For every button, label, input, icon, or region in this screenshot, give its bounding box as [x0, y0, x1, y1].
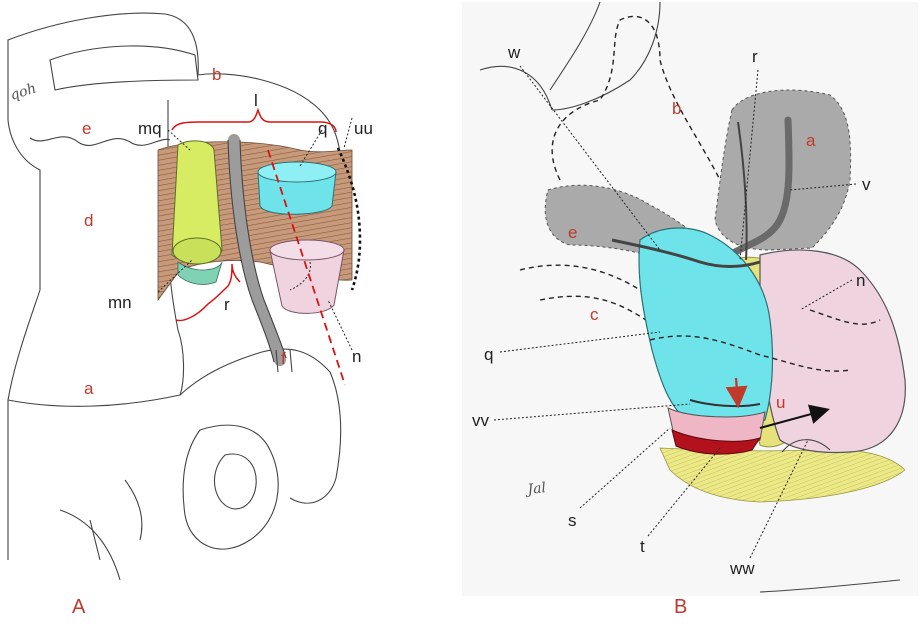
panel-b-gray-region-a [715, 90, 851, 250]
panel-b-label-e: e [568, 223, 577, 242]
panel-a-mn-ellipse [173, 238, 221, 264]
panel-a: b e d a f l mq q uu mn r n qoh A [8, 13, 373, 618]
panel-a-label-mn: mn [108, 293, 132, 312]
panel-a-label-n: n [352, 347, 361, 366]
panel-b-label-n: n [856, 271, 865, 290]
panel-a-cap-outline [50, 46, 198, 90]
panel-a-label: A [72, 596, 86, 618]
panel-a-label-mq: mq [138, 119, 162, 138]
panel-b-label: B [674, 596, 687, 618]
panel-a-signature: qoh [8, 80, 38, 103]
panel-a-lower-structure [60, 349, 341, 580]
panel-a-l-bracket [172, 110, 336, 132]
panel-b-label-t: t [640, 537, 645, 556]
panel-a-q-top [258, 162, 336, 182]
panel-b-label-ww: ww [729, 559, 755, 578]
panel-a-label-d: d [84, 211, 93, 230]
panel-a-n-top [270, 240, 344, 260]
panel-b-label-u: u [776, 393, 785, 412]
panel-b-label-r: r [752, 47, 758, 66]
panel-a-label-r: r [224, 295, 230, 314]
panel-a-label-e: e [82, 119, 91, 138]
panel-a-label-q: q [318, 119, 327, 138]
panel-a-label-l: l [254, 91, 258, 110]
panel-a-e-wavy-line [30, 137, 170, 146]
panel-a-uu-leader [344, 118, 352, 148]
panel-b-label-v: v [862, 175, 871, 194]
panel-b-label-q: q [484, 345, 493, 364]
panel-b-label-c: c [590, 305, 599, 324]
panel-b-label-a: a [806, 131, 816, 150]
panel-b-label-b: b [672, 99, 681, 118]
panel-b-label-vv: vv [472, 411, 490, 430]
panel-b: w r b a v e n c q u vv s t ww Jal B [462, 2, 918, 618]
panel-b-label-w: w [507, 43, 521, 62]
panel-b-label-s: s [568, 511, 577, 530]
panel-a-label-b: b [212, 65, 221, 84]
panel-a-label-f: f [281, 349, 286, 368]
panel-b-signature: Jal [524, 480, 547, 498]
panel-a-label-uu: uu [354, 119, 373, 138]
panel-a-label-a: a [84, 379, 94, 398]
